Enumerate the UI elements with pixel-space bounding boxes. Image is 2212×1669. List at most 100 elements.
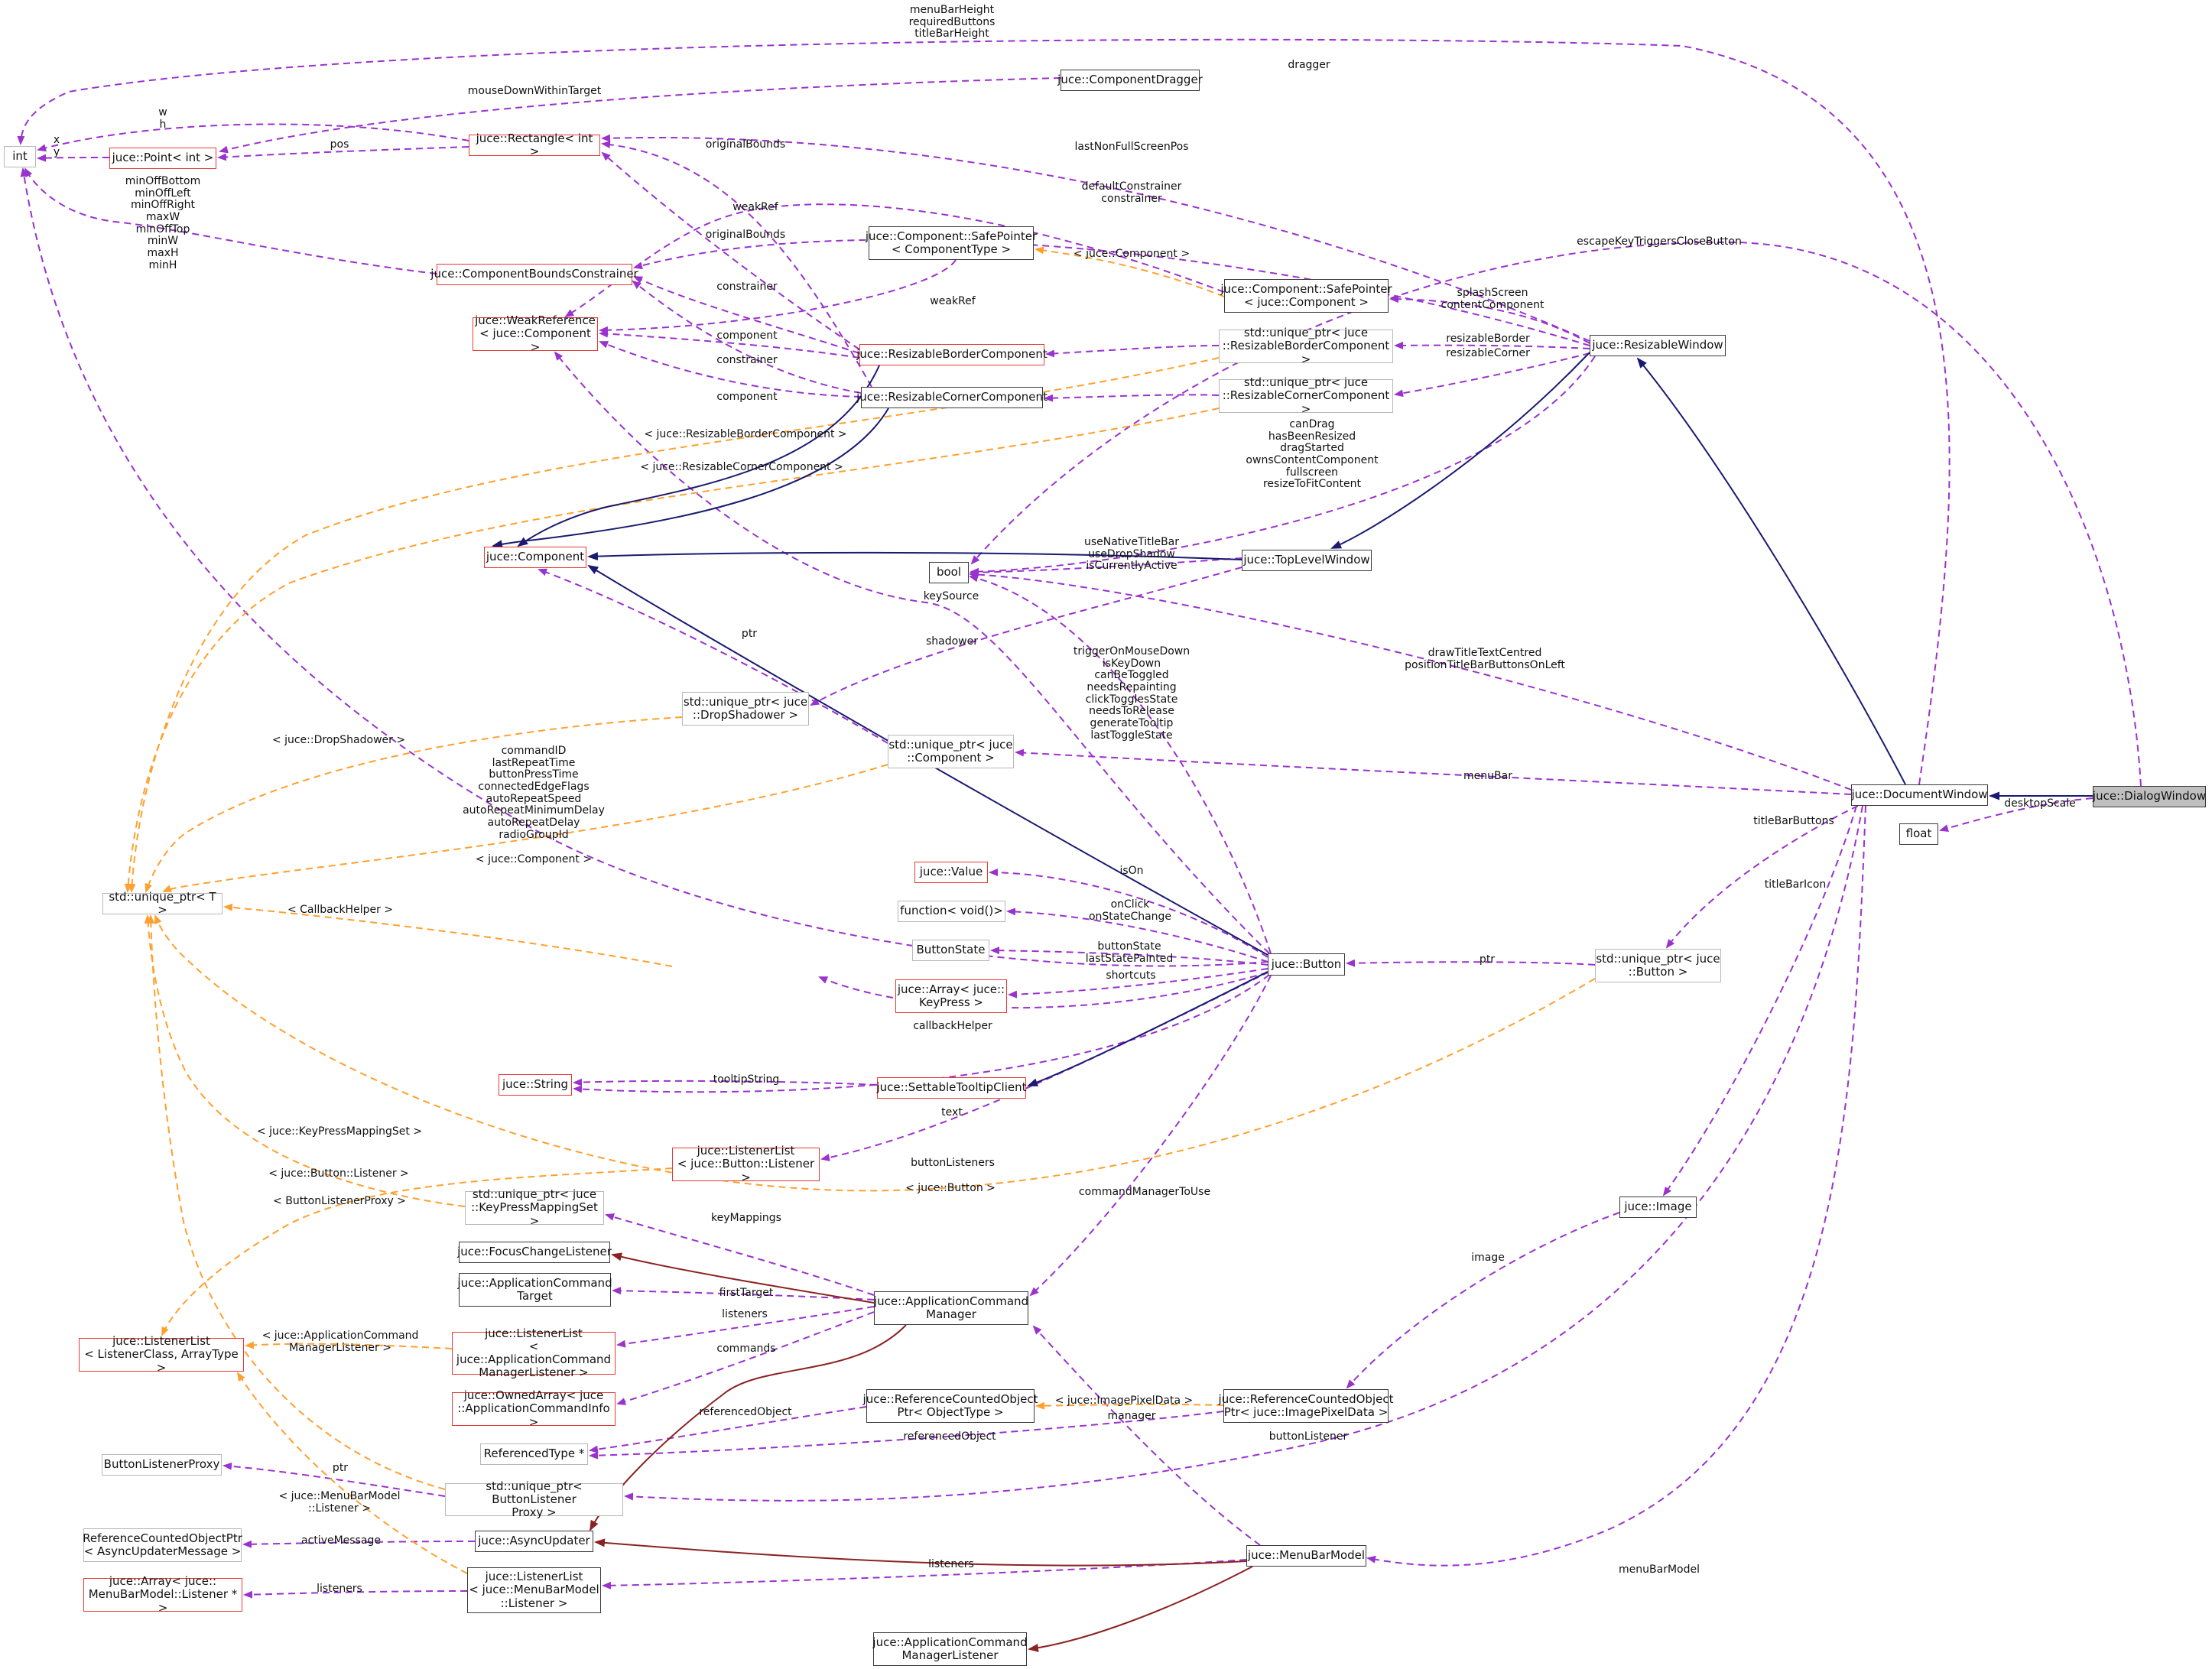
node-application-command-target[interactable]: juce::ApplicationCommand Target xyxy=(457,1273,612,1307)
node-uptr-buttonlistenerproxy[interactable]: std::unique_ptr< ButtonListener Proxy > xyxy=(445,1479,623,1519)
edge-u xyxy=(37,123,469,152)
node-safepointer-component[interactable]: juce::Component::SafePointer < juce::Com… xyxy=(1220,279,1392,313)
node-component-bounds-constrainer[interactable]: juce::ComponentBoundsConstrainer xyxy=(430,264,638,285)
edge-u xyxy=(990,947,1268,966)
edge-label: < ButtonListenerProxy > xyxy=(273,1195,406,1207)
edge-u xyxy=(599,259,957,334)
node-function-void[interactable]: function< void()> xyxy=(898,901,1005,922)
edge-u xyxy=(624,805,1863,1502)
edge-label: < juce::ResizableBorderComponent > xyxy=(644,428,847,440)
node-rectangle-int[interactable]: juce::Rectangle< int > xyxy=(469,132,600,158)
node-uptr-button[interactable]: std::unique_ptr< juce ::Button > xyxy=(1595,949,1721,982)
edge-t xyxy=(1035,246,1225,297)
node-uptr-keypressmappingset[interactable]: std::unique_ptr< juce ::KeyPressMappingS… xyxy=(465,1188,604,1227)
node-resizable-corner-component[interactable]: juce::ResizableCornerComponent xyxy=(856,387,1048,408)
edge-label: < CallbackHelper > xyxy=(287,904,394,916)
node-resizable-window[interactable]: juce::ResizableWindow xyxy=(1590,335,1726,356)
node-value[interactable]: juce::Value xyxy=(914,862,988,883)
node-listenerlist-button-listener[interactable]: juce::ListenerList < juce::Button::Liste… xyxy=(672,1145,820,1184)
edge-u xyxy=(1346,1212,1620,1389)
edge-label: menuBarHeight requiredButtons titleBarHe… xyxy=(908,4,996,41)
edge-u xyxy=(1029,975,1272,1297)
node-listenerlist-listenerclass[interactable]: juce::ListenerList < ListenerClass, Arra… xyxy=(79,1335,244,1374)
node-weakreference-component[interactable]: juce::WeakReference < juce::Component > xyxy=(473,314,598,353)
edge-u xyxy=(1665,805,1859,949)
node-uptr-dropshadower[interactable]: std::unique_ptr< juce ::DropShadower > xyxy=(682,692,809,726)
node-array-keypress[interactable]: juce::Array< juce:: KeyPress > xyxy=(895,979,1007,1013)
edge-u xyxy=(989,869,1268,958)
edge-label: < juce::DropShadower > xyxy=(271,734,406,746)
edge-t xyxy=(144,914,466,1207)
node-float[interactable]: float xyxy=(1899,823,1938,845)
edge-label: isOn xyxy=(1119,865,1144,877)
node-uptr-resizable-corner[interactable]: std::unique_ptr< juce ::ResizableCornerC… xyxy=(1219,376,1393,415)
edge-u xyxy=(573,1078,878,1086)
node-application-command-manager[interactable]: juce::ApplicationCommand Manager xyxy=(874,1291,1028,1325)
edge-u xyxy=(217,146,469,161)
edge-u xyxy=(538,568,888,744)
node-refcountedobjectptr-asyncupdatermessage[interactable]: ReferenceCountedObjectPtr < AsyncUpdater… xyxy=(83,1528,242,1562)
edge-r xyxy=(594,1538,1247,1567)
node-button-state[interactable]: ButtonState xyxy=(912,940,989,961)
node-listenerlist-acml[interactable]: juce::ListenerList < juce::ApplicationCo… xyxy=(452,1326,616,1379)
edge-label: ptr xyxy=(1479,953,1496,966)
edge-label: originalBounds xyxy=(705,138,786,151)
node-point-int[interactable]: juce::Point< int > xyxy=(109,148,216,169)
node-buttonlistenerproxy[interactable]: ButtonListenerProxy xyxy=(102,1454,222,1476)
edge-u xyxy=(612,1287,875,1300)
node-referenced-type[interactable]: ReferencedType * xyxy=(480,1443,588,1465)
node-dialog-window[interactable]: juce::DialogWindow xyxy=(2093,786,2206,807)
node-string[interactable]: juce::String xyxy=(499,1074,572,1096)
edge-label: ptr xyxy=(741,628,758,640)
edge-u xyxy=(616,1306,875,1348)
node-menubarmodel[interactable]: juce::MenuBarModel xyxy=(1246,1545,1366,1567)
edge-r xyxy=(611,1252,875,1304)
edge-label: tooltipString xyxy=(713,1073,780,1086)
edge-label: shadower xyxy=(925,635,979,648)
node-component-dragger[interactable]: juce::ComponentDragger xyxy=(1057,70,1203,91)
node-focus-change-listener[interactable]: juce::FocusChangeListener xyxy=(457,1242,612,1263)
edge-u xyxy=(599,330,860,359)
node-resizable-border-component[interactable]: juce::ResizableBorderComponent xyxy=(856,344,1048,365)
edge-u xyxy=(37,154,110,162)
node-int[interactable]: int xyxy=(4,146,36,167)
node-safepointer-componenttype[interactable]: juce::Component::SafePointer < Component… xyxy=(866,226,1037,260)
edge-label: canDrag hasBeenResized dragStarted ownsC… xyxy=(1246,418,1379,491)
node-document-window[interactable]: juce::DocumentWindow xyxy=(1851,784,1988,806)
edge-u xyxy=(1032,1325,1261,1546)
node-uptr-component[interactable]: std::unique_ptr< juce ::Component > xyxy=(888,735,1014,768)
node-settable-tooltip-client[interactable]: juce::SettableTooltipClient xyxy=(877,1077,1027,1099)
edge-label: commandManagerToUse xyxy=(1078,1186,1211,1198)
node-listenerlist-menubarmodel-listener[interactable]: juce::ListenerList < juce::MenuBarModel … xyxy=(467,1567,601,1613)
edge-n xyxy=(587,551,1242,561)
node-component[interactable]: juce::Component xyxy=(484,547,586,568)
edge-label: useNativeTitleBar useDropShadow isCurren… xyxy=(1083,536,1180,573)
node-array-menubarmodel-listener[interactable]: juce::Array< juce:: MenuBarModel::Listen… xyxy=(83,1575,242,1614)
node-refcountedobjectptr-objecttype[interactable]: juce::ReferenceCountedObject Ptr< Object… xyxy=(863,1389,1038,1423)
edge-u xyxy=(616,1311,875,1405)
node-uptr-t[interactable]: std::unique_ptr< T > xyxy=(102,890,222,917)
node-button[interactable]: juce::Button xyxy=(1268,953,1345,976)
edge-label: manager xyxy=(1107,1410,1156,1422)
edge-t xyxy=(154,914,1596,1192)
node-bool[interactable]: bool xyxy=(929,562,969,583)
node-image[interactable]: juce::Image xyxy=(1619,1197,1697,1218)
node-application-command-manager-listener[interactable]: juce::ApplicationCommand ManagerListener xyxy=(872,1632,1028,1666)
edge-label: desktopScale xyxy=(2004,797,2076,810)
node-ownedarray-appcommandinfo[interactable]: juce::OwnedArray< juce ::ApplicationComm… xyxy=(452,1389,616,1428)
edge-label: resizableCorner xyxy=(1446,347,1530,359)
edge-label: w h xyxy=(158,106,167,131)
node-uptr-resizable-border[interactable]: std::unique_ptr< juce ::ResizableBorderC… xyxy=(1219,326,1393,365)
edge-u xyxy=(602,1559,1247,1589)
edge-u xyxy=(1044,394,1220,402)
edge-u xyxy=(222,1462,446,1497)
edge-label: titleBarButtons xyxy=(1753,815,1834,827)
node-refcountedobjectptr-imagepixeldata[interactable]: juce::ReferenceCountedObject Ptr< juce::… xyxy=(1219,1389,1393,1423)
node-top-level-window[interactable]: juce::TopLevelWindow xyxy=(1242,550,1372,571)
edge-u xyxy=(601,141,872,388)
edge-label: activeMessage xyxy=(301,1534,381,1547)
edge-u xyxy=(632,280,862,394)
node-async-updater[interactable]: juce::AsyncUpdater xyxy=(475,1531,593,1552)
edge-label: < juce::ApplicationCommand ManagerListen… xyxy=(261,1330,419,1354)
